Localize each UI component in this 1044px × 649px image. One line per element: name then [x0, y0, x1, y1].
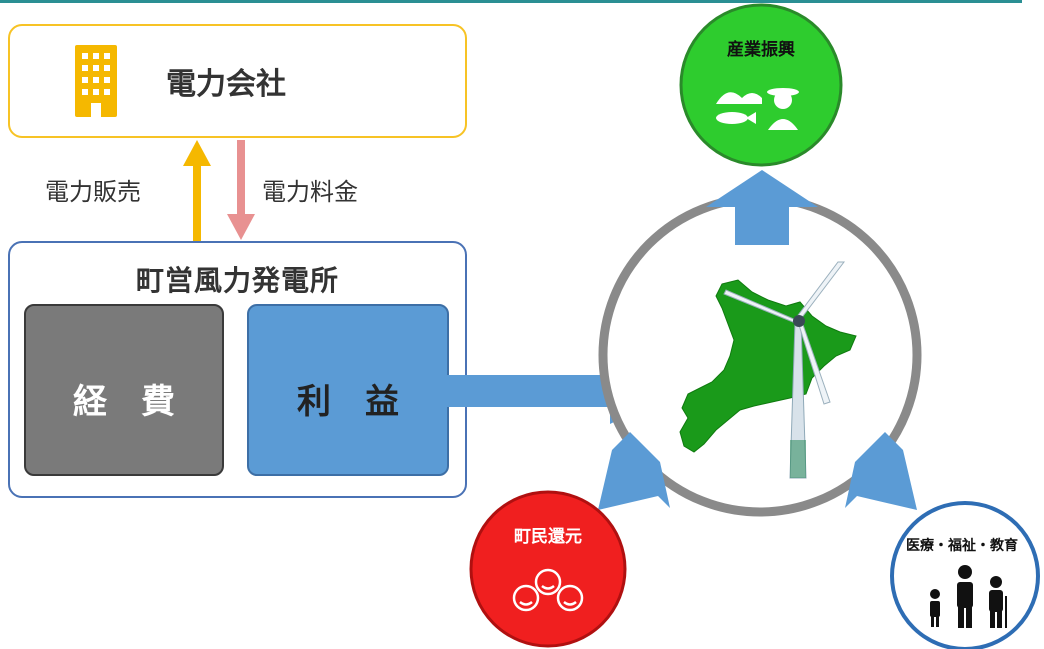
family-icon [930, 565, 1007, 628]
expense-box: 経 費 [24, 304, 224, 476]
power-company-label: 電力会社 [166, 67, 286, 102]
top-rule [0, 0, 1022, 3]
smiling-faces-icon [512, 568, 584, 612]
station-title: 町営風力発電所 [135, 264, 339, 297]
arrow-to-welfare [845, 432, 917, 510]
building-icon [75, 45, 117, 117]
industry-icon [716, 88, 799, 130]
power-sales-label: 電力販売 [45, 178, 141, 206]
expense-label: 経 費 [73, 382, 175, 422]
power-fee-label: 電力料金 [262, 178, 358, 206]
power-sales-arrow [183, 140, 211, 241]
industry-promotion-circle: 産業振興 [679, 3, 843, 167]
arrow-to-residents [598, 432, 670, 510]
welfare-education-label: 医療・福祉・教育 [906, 537, 1018, 554]
arrow-to-industry [706, 170, 818, 245]
hokkaido-map [679, 279, 857, 453]
power-company-box: 電力会社 [8, 24, 467, 138]
welfare-education-circle: 医療・福祉・教育 [890, 501, 1040, 649]
power-fee-arrow [227, 140, 255, 240]
industry-promotion-label: 産業振興 [727, 39, 795, 60]
profit-label: 利 益 [297, 382, 399, 422]
resident-return-label: 町民還元 [514, 527, 582, 547]
wind-turbine-icon [723, 261, 846, 479]
resident-return-circle: 町民還元 [469, 490, 627, 648]
